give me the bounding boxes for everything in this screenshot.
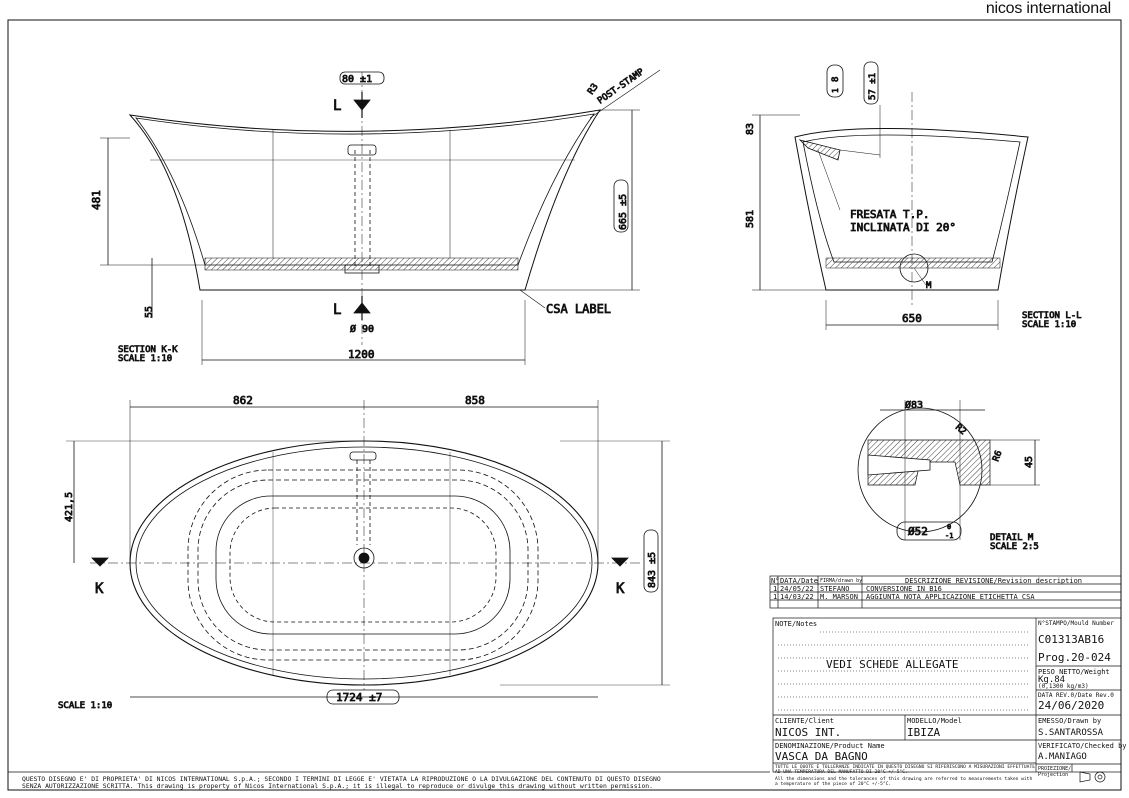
section-ll-scale: SCALE 1:10 xyxy=(1022,320,1076,330)
dim-drain: Ø 90 xyxy=(350,323,374,335)
rev-row-1-desc: CONVERSIONE IN B16 xyxy=(866,585,942,593)
product-label: DENOMINAZIONE/Product Name xyxy=(775,742,885,750)
notes-label: NOTE/Notes xyxy=(775,620,818,628)
dim-57: 57 ±1 xyxy=(868,73,878,100)
section-ll-title: SECTION L-L xyxy=(1022,311,1082,321)
detail-m-scale: SCALE 2:5 xyxy=(990,542,1039,552)
cut-marker-k-right: K xyxy=(616,581,625,597)
detail-dim-45: 45 xyxy=(1024,456,1035,468)
dim-843: 843 ±5 xyxy=(647,552,658,588)
section-kk-scale: SCALE 1:10 xyxy=(118,354,172,364)
cut-marker-l-bottom: L xyxy=(333,302,341,318)
rev-row-1-date: 24/05/22 xyxy=(780,585,814,593)
tolerance-note-it: TUTTE LE QUOTE E TOLLERANZE INDICATE IN … xyxy=(775,765,1035,775)
milling-note-2: INCLINATA DI 20° xyxy=(850,221,956,234)
dim-8: 8 xyxy=(831,77,841,82)
dim-421-5: 421,5 xyxy=(64,492,75,522)
detail-m-callout: M xyxy=(926,281,932,291)
footer-line-1: QUESTO DISEGNO E' DI PROPRIETA' DI NICOS… xyxy=(22,775,661,783)
csa-label-note: CSA LABEL xyxy=(546,302,611,316)
footer-line-2: SENZA AUTORIZZAZIONE SCRITTA. This drawi… xyxy=(22,782,653,790)
detail-tol-bot: -1 xyxy=(945,532,953,540)
weight-value: Kg.84 xyxy=(1038,675,1066,685)
dim-650: 650 xyxy=(902,312,922,325)
sheet-border xyxy=(7,19,1122,791)
plan-scale: SCALE 1:10 xyxy=(58,701,112,711)
rev-row-2-n: 1 xyxy=(773,593,778,601)
dim-1724: 1724 ±7 xyxy=(336,691,382,704)
model-label: MODELLO/Model xyxy=(907,717,962,725)
rev-row-1-n: 1 xyxy=(773,585,778,593)
prog-value: Prog.20-024 xyxy=(1038,651,1111,664)
rev-header-n: N° xyxy=(771,577,780,585)
detail-tol-top: 0 xyxy=(947,523,951,531)
date-value: 24/06/2020 xyxy=(1038,699,1105,712)
detail-m-title: DETAIL M xyxy=(990,533,1034,543)
drawn-value: S.SANTAROSSA xyxy=(1038,728,1104,738)
model-value: IBIZA xyxy=(907,726,941,739)
dim-481: 481 xyxy=(90,190,103,210)
dim-1: 1 xyxy=(831,88,840,93)
dim-55: 55 xyxy=(144,306,155,318)
rev-header-date: DATA/Date xyxy=(780,577,818,585)
notes-value: VEDI SCHEDE ALLEGATE xyxy=(826,658,959,671)
section-ll-view xyxy=(752,61,1029,330)
post-stamp-note: POST-STAMP xyxy=(596,67,647,107)
checked-value: A.MANIAGO xyxy=(1038,752,1087,762)
dim-581: 581 xyxy=(745,210,756,228)
detail-dim-r6: R6 xyxy=(991,449,1004,463)
dim-83: 83 xyxy=(745,123,756,135)
dim-1200: 1200 xyxy=(348,348,375,361)
rev-row-2-drawn: M. MARSON xyxy=(820,593,858,601)
cut-marker-k-left: K xyxy=(95,581,104,597)
detail-dim-83: Ø83 xyxy=(905,399,923,411)
dim-858: 858 xyxy=(465,394,485,407)
section-kk-view xyxy=(100,69,661,365)
dim-862: 862 xyxy=(233,394,253,407)
dim-665: 665 ±5 xyxy=(618,194,629,230)
rev-header-drawn: FIRMA/drawn by xyxy=(820,578,863,584)
projection-label: PROIEZIONE/ Projection xyxy=(1038,766,1072,778)
density-value: (0,1300 kg/m3) xyxy=(1038,683,1089,690)
date-label: DATA REV.0/Date Rev.0 xyxy=(1038,692,1114,699)
tolerance-note-en: All the dimensions and the tolerances of… xyxy=(775,777,1033,787)
rev-row-1-drawn: STEFANO xyxy=(820,585,850,593)
title-block-grid xyxy=(769,575,1122,783)
plan-view xyxy=(66,400,670,705)
notes-dotted-lines xyxy=(778,631,1030,711)
cut-marker-l-top: L xyxy=(333,98,341,114)
milling-note-1: FRESATA T.P. xyxy=(850,208,929,221)
detail-m-view xyxy=(857,400,1040,541)
detail-dim-r2: R2 xyxy=(953,423,968,438)
mould-value: C01313AB16 xyxy=(1038,633,1105,646)
product-value: VASCA DA BAGNO xyxy=(775,750,868,763)
rev-row-2-date: 14/03/22 xyxy=(780,593,814,601)
mould-label: N°STAMPO/Mould Number xyxy=(1038,620,1114,627)
weight-label: PESO NETTO/Weight xyxy=(1038,668,1110,676)
rev-row-2-desc: AGGIUNTA NOTA APPLICAZIONE ETICHETTA CSA xyxy=(866,593,1035,601)
rev-header-desc: DESCRIZIONE REVISIONE/Revision descripti… xyxy=(905,577,1083,585)
section-kk-title: SECTION K-K xyxy=(118,345,178,355)
radius-note: R3 xyxy=(586,82,600,97)
brand-logo-text: nicos international xyxy=(985,0,1111,17)
client-value: NICOS INT. xyxy=(775,726,842,739)
client-label: CLIENTE/Client xyxy=(775,717,835,725)
checked-label: VERIFICATO/Checked by xyxy=(1038,742,1127,750)
dim-top-hole: 80 ±1 xyxy=(342,74,372,85)
drawn-label: EMESSO/Drawn by xyxy=(1038,717,1102,725)
detail-dim-52: Ø52 xyxy=(908,525,928,538)
